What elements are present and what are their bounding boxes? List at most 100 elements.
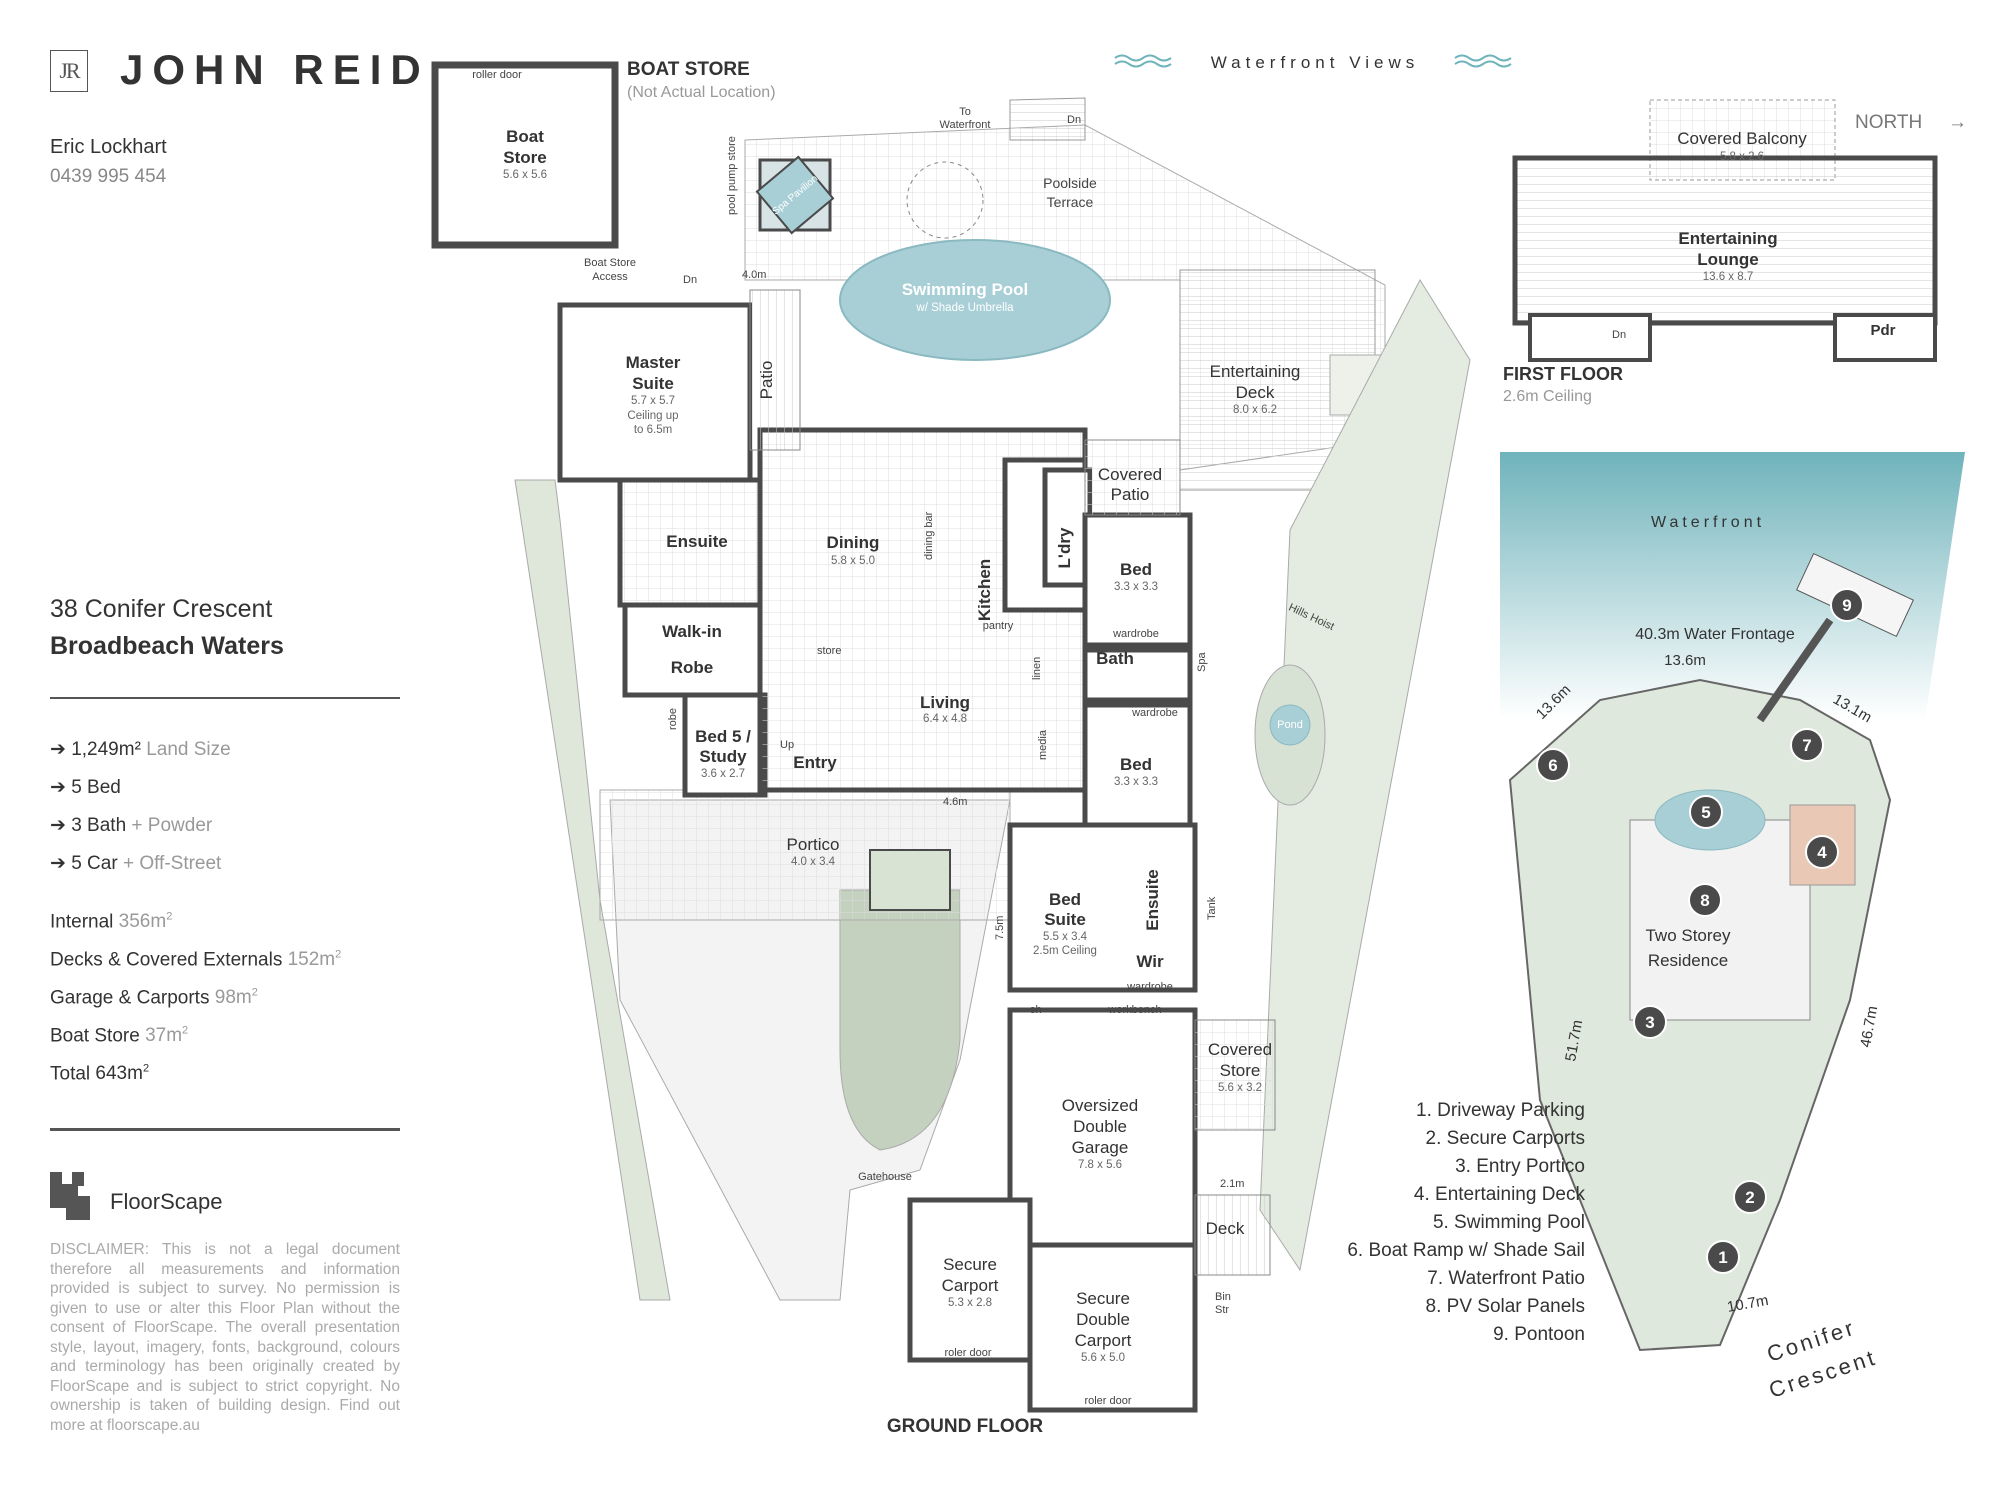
svg-text:3.6 x 2.7: 3.6 x 2.7 bbox=[701, 768, 745, 780]
svg-text:Portico: Portico bbox=[787, 835, 840, 854]
svg-text:3.3 x 3.3: 3.3 x 3.3 bbox=[1114, 776, 1158, 788]
address-street: 38 Conifer Crescent bbox=[50, 595, 273, 623]
svg-text:5.3 x 2.8: 5.3 x 2.8 bbox=[948, 1297, 992, 1309]
svg-text:Carport: Carport bbox=[942, 1276, 999, 1295]
svg-text:sh: sh bbox=[1030, 1004, 1042, 1016]
site-plan: Waterfront 40.3m Water Frontage 13.6m 13… bbox=[1500, 452, 1965, 1403]
svg-text:wardrobe: wardrobe bbox=[1126, 981, 1173, 993]
svg-text:linen: linen bbox=[1031, 657, 1043, 680]
svg-text:pantry: pantry bbox=[983, 620, 1014, 632]
ground-floor-labels: Master Suite 5.7 x 5.7 Ceiling up to 6.5… bbox=[626, 353, 1273, 1407]
legend-item: 1. Driveway Parking bbox=[1416, 1100, 1585, 1121]
entertaining-deck: Entertaining Deck 8.0 x 6.2 bbox=[1179, 269, 1391, 491]
site-marker bbox=[1536, 748, 1570, 782]
divider bbox=[50, 697, 400, 699]
svg-text:Up: Up bbox=[780, 739, 794, 751]
svg-text:5.8 x 2.6: 5.8 x 2.6 bbox=[1720, 151, 1764, 163]
svg-text:Swimming Pool: Swimming Pool bbox=[902, 280, 1029, 299]
roller-door-label: roller door bbox=[472, 69, 522, 81]
svg-text:Bed: Bed bbox=[1120, 560, 1152, 579]
feature-bed: ➔ 5 Bed bbox=[50, 777, 121, 798]
svg-text:Pond: Pond bbox=[1277, 719, 1303, 731]
svg-text:46.7m: 46.7m bbox=[1857, 1005, 1881, 1049]
svg-text:Suite: Suite bbox=[1044, 910, 1086, 929]
arrow-right-icon: ➔ bbox=[50, 853, 72, 874]
svg-text:Dn: Dn bbox=[1612, 329, 1626, 341]
site-marker bbox=[1733, 1180, 1767, 1214]
boat-store-dims: 5.6 x 5.6 bbox=[503, 169, 547, 181]
svg-text:Patio: Patio bbox=[1111, 485, 1150, 504]
svg-text:roler door: roler door bbox=[1084, 1395, 1131, 1407]
svg-text:Secure: Secure bbox=[943, 1255, 997, 1274]
arrow-right-icon: → bbox=[1948, 112, 1967, 133]
svg-text:7.8 x 5.6: 7.8 x 5.6 bbox=[1078, 1159, 1122, 1171]
svg-text:store: store bbox=[817, 645, 841, 657]
svg-text:Poolside: Poolside bbox=[1043, 175, 1097, 191]
svg-text:Suite: Suite bbox=[632, 374, 674, 393]
svg-text:pool pump store: pool pump store bbox=[726, 136, 738, 215]
site-marker-label: 5 bbox=[1701, 803, 1710, 822]
svg-text:NORTH: NORTH bbox=[1855, 112, 1922, 133]
first-floor-plan: Covered Balcony 5.8 x 2.6 Entertaining L… bbox=[1503, 99, 1967, 405]
site-marker bbox=[1805, 835, 1839, 869]
svg-text:Covered Balcony: Covered Balcony bbox=[1677, 129, 1807, 148]
brand-name: JOHN REID bbox=[120, 46, 430, 93]
svg-text:wardrobe: wardrobe bbox=[1131, 707, 1178, 719]
site-marker-label: 3 bbox=[1645, 1013, 1654, 1032]
front-lawn bbox=[599, 789, 1011, 1301]
feature-car: ➔ 5 Car + Off-Street bbox=[50, 853, 222, 874]
svg-text:Study: Study bbox=[699, 747, 747, 766]
svg-text:2.5m Ceiling: 2.5m Ceiling bbox=[1033, 945, 1097, 957]
patio bbox=[749, 289, 801, 451]
brand-logo-mark: JR bbox=[50, 50, 88, 92]
legend-item: 6. Boat Ramp w/ Shade Sail bbox=[1347, 1240, 1585, 1261]
svg-text:Deck: Deck bbox=[1206, 1219, 1245, 1238]
svg-text:5.6 x 5.0: 5.6 x 5.0 bbox=[1081, 1352, 1125, 1364]
ground-floor-house bbox=[557, 302, 1198, 1413]
ground-floor-title: GROUND FLOOR bbox=[887, 1416, 1043, 1437]
legend-item: 7. Waterfront Patio bbox=[1427, 1268, 1585, 1289]
site-marker bbox=[1633, 1005, 1667, 1039]
svg-text:5.6 x 3.2: 5.6 x 3.2 bbox=[1218, 1082, 1262, 1094]
svg-text:Dn: Dn bbox=[683, 274, 697, 286]
site-marker bbox=[1689, 795, 1723, 829]
svg-text:Carport: Carport bbox=[1075, 1331, 1132, 1350]
site-marker-label: 7 bbox=[1802, 736, 1811, 755]
area-internal: Internal 356m2 bbox=[50, 911, 173, 933]
svg-text:workbench: workbench bbox=[1107, 1004, 1161, 1016]
svg-text:7.5m: 7.5m bbox=[994, 916, 1006, 940]
site-marker bbox=[1688, 883, 1722, 917]
boat-store-note: (Not Actual Location) bbox=[627, 84, 776, 101]
svg-text:Entertaining: Entertaining bbox=[1210, 362, 1301, 381]
svg-text:5.8 x 5.0: 5.8 x 5.0 bbox=[831, 555, 875, 567]
svg-text:8.0 x 6.2: 8.0 x 6.2 bbox=[1233, 404, 1277, 416]
site-marker bbox=[1790, 728, 1824, 762]
svg-text:Str: Str bbox=[1215, 1304, 1229, 1316]
side-deck bbox=[1194, 1194, 1271, 1276]
svg-text:FIRST FLOOR: FIRST FLOOR bbox=[1503, 364, 1623, 384]
svg-text:4.0m: 4.0m bbox=[742, 269, 766, 281]
address-suburb: Broadbeach Waters bbox=[50, 632, 284, 660]
svg-text:Dn: Dn bbox=[1067, 114, 1081, 126]
svg-text:40.3m Water Frontage: 40.3m Water Frontage bbox=[1635, 626, 1795, 643]
swimming-pool bbox=[839, 239, 1111, 361]
boat-store-title: BOAT STORE bbox=[627, 59, 750, 80]
agent-name: Eric Lockhart bbox=[50, 136, 167, 158]
svg-text:5.5 x 3.4: 5.5 x 3.4 bbox=[1043, 931, 1088, 943]
legend-item: 4. Entertaining Deck bbox=[1413, 1184, 1585, 1205]
svg-text:13.6m: 13.6m bbox=[1664, 652, 1706, 669]
svg-text:5.7 x 5.7: 5.7 x 5.7 bbox=[631, 395, 675, 407]
disclaimer-text: DISCLAIMER: This is not a legal document… bbox=[50, 1241, 400, 1434]
svg-text:Master: Master bbox=[626, 353, 681, 372]
svg-text:4.6m: 4.6m bbox=[943, 796, 967, 808]
svg-text:Waterfront: Waterfront bbox=[1651, 514, 1765, 531]
svg-text:wardrobe: wardrobe bbox=[1112, 628, 1159, 640]
svg-text:Ensuite: Ensuite bbox=[666, 532, 727, 551]
svg-text:Entry: Entry bbox=[793, 753, 837, 772]
brand-initials: JR bbox=[59, 58, 80, 83]
floorscape-name: FloorScape bbox=[110, 1189, 223, 1214]
svg-text:51.7m: 51.7m bbox=[1562, 1019, 1586, 1063]
agent-phone[interactable]: 0439 995 454 bbox=[50, 166, 167, 187]
waterfront-views-label: Waterfront Views bbox=[1211, 53, 1420, 72]
